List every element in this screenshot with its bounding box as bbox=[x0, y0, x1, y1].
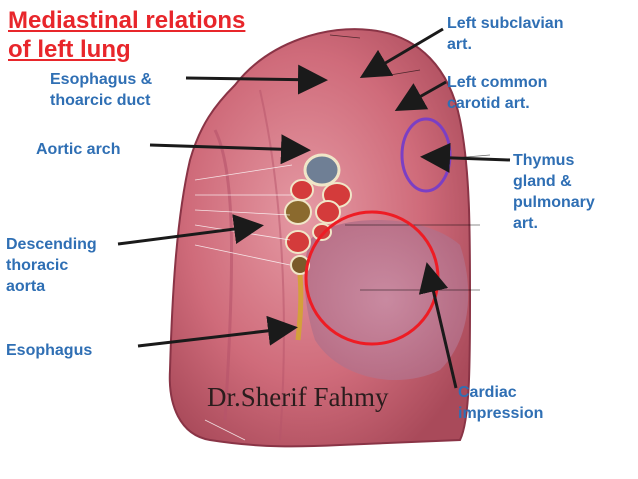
arrow-esophagus-thoracic-duct bbox=[185, 64, 328, 95]
label-cardiac-impression: Cardiac impression bbox=[458, 384, 544, 422]
hilum-vessels bbox=[284, 153, 352, 341]
arrow-left-subclavian bbox=[359, 27, 444, 79]
arrow-thymus bbox=[420, 142, 511, 173]
arrow-esophagus bbox=[137, 315, 298, 348]
label-thymus-pulmonary: Thymus gland & pulmonary art. bbox=[513, 152, 595, 232]
label-left-common-carotid: Left common carotid art. bbox=[447, 74, 548, 112]
title-line-2: of left lung bbox=[8, 36, 131, 63]
arrow-cardiac-impression bbox=[418, 262, 458, 389]
label-aortic-arch: Aortic arch bbox=[36, 141, 121, 158]
arrow-descending-aorta bbox=[117, 214, 264, 246]
page-title: Mediastinal relations of left lung bbox=[8, 6, 245, 64]
label-esophagus: Esophagus bbox=[6, 342, 93, 359]
label-esophagus-thoracic-duct: Esophagus & thoarcic duct bbox=[50, 71, 153, 109]
label-descending-thoracic-aorta: Descending thoracic aorta bbox=[6, 236, 97, 295]
title-line-1: Mediastinal relations bbox=[8, 7, 246, 34]
label-left-subclavian: Left subclavian art. bbox=[447, 15, 564, 53]
arrow-left-common-carotid bbox=[394, 80, 447, 111]
arrow-aortic-arch bbox=[149, 134, 311, 165]
author-watermark: Dr.Sherif Fahmy bbox=[207, 382, 389, 412]
cardiac-impression-area bbox=[304, 220, 469, 380]
